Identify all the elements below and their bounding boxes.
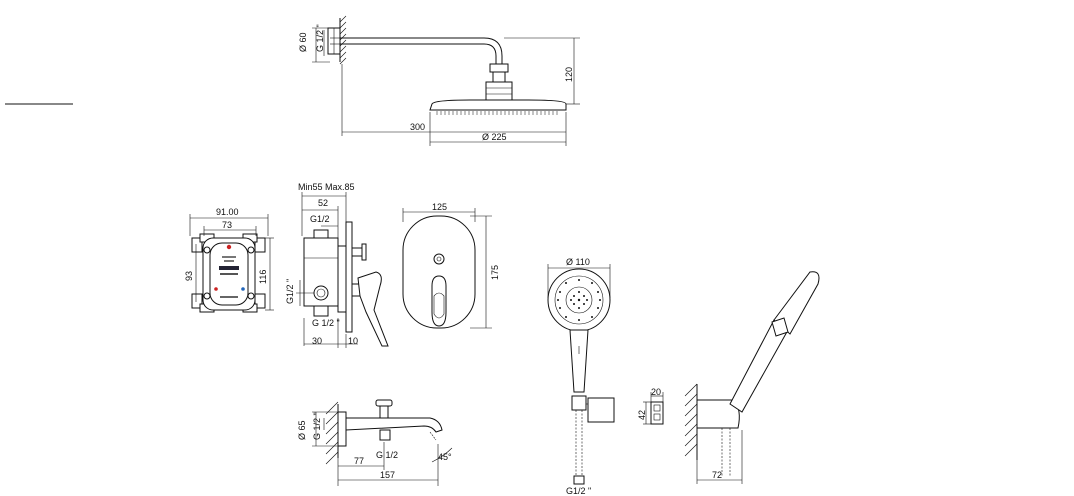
spout-length-label: 157 [380, 470, 395, 480]
hand-shower-dia-label: Ø 110 [566, 257, 590, 267]
box-inner-width-label: 73 [222, 220, 232, 230]
holder-front-view: 20 42 [637, 387, 664, 425]
head-shower-view: G 1/2 " Ø 60 120 300 Ø 225 [298, 15, 580, 146]
hand-shower-side-view: 72 [684, 271, 820, 484]
spout-offset-label: 77 [354, 456, 364, 466]
plate-width-label: 125 [432, 202, 447, 212]
spout-angle-label: 45° [438, 452, 452, 462]
spout-thread-side-label: G 1/2 " [312, 412, 322, 440]
box-outer-height-label: 116 [258, 270, 268, 284]
mixer-depth-label: 52 [318, 198, 328, 208]
mixer-thread-bottom-label: G 1/2 " [312, 318, 340, 328]
mixer-side-view: Min55 Max.85 52 G1/2 G1/2 " G 1/2 " 30 1… [285, 182, 389, 348]
recessed-box-view: 91.00 73 93 116 [184, 207, 274, 313]
head-arm-length-label: 300 [410, 122, 425, 132]
holder-width-label: 20 [651, 387, 661, 397]
head-thread-label: G 1/2 " [315, 24, 325, 52]
hand-shower-thread-label: G1/2 " [566, 486, 591, 496]
box-outer-width-label: 91.00 [216, 207, 239, 217]
mixer-depth-30-label: 30 [312, 336, 322, 346]
mixer-depth-10-label: 10 [348, 336, 358, 346]
head-height-label: 120 [564, 67, 574, 82]
holder-height-label: 42 [637, 410, 647, 420]
mixer-thread-side-label: G1/2 " [285, 279, 295, 304]
mixer-depth-range-label: Min55 Max.85 [298, 182, 355, 192]
spout-flange-dia-label: Ø 65 [297, 420, 307, 440]
holder-depth-label: 72 [712, 470, 722, 480]
box-inner-height-label: 93 [184, 271, 194, 281]
spout-view: Ø 65 G 1/2 " G 1/2 77 157 45° [297, 399, 453, 486]
wall-plate-view: 125 175 [402, 202, 500, 329]
spout-thread-label: G 1/2 [376, 450, 398, 460]
head-flange-dia-label: Ø 60 [298, 32, 308, 52]
plate-height-label: 175 [490, 265, 500, 280]
hand-shower-view: Ø 110 G1/2 " [547, 257, 615, 496]
head-dia-label: Ø 225 [482, 132, 507, 142]
mixer-thread-top-label: G1/2 [310, 214, 330, 224]
